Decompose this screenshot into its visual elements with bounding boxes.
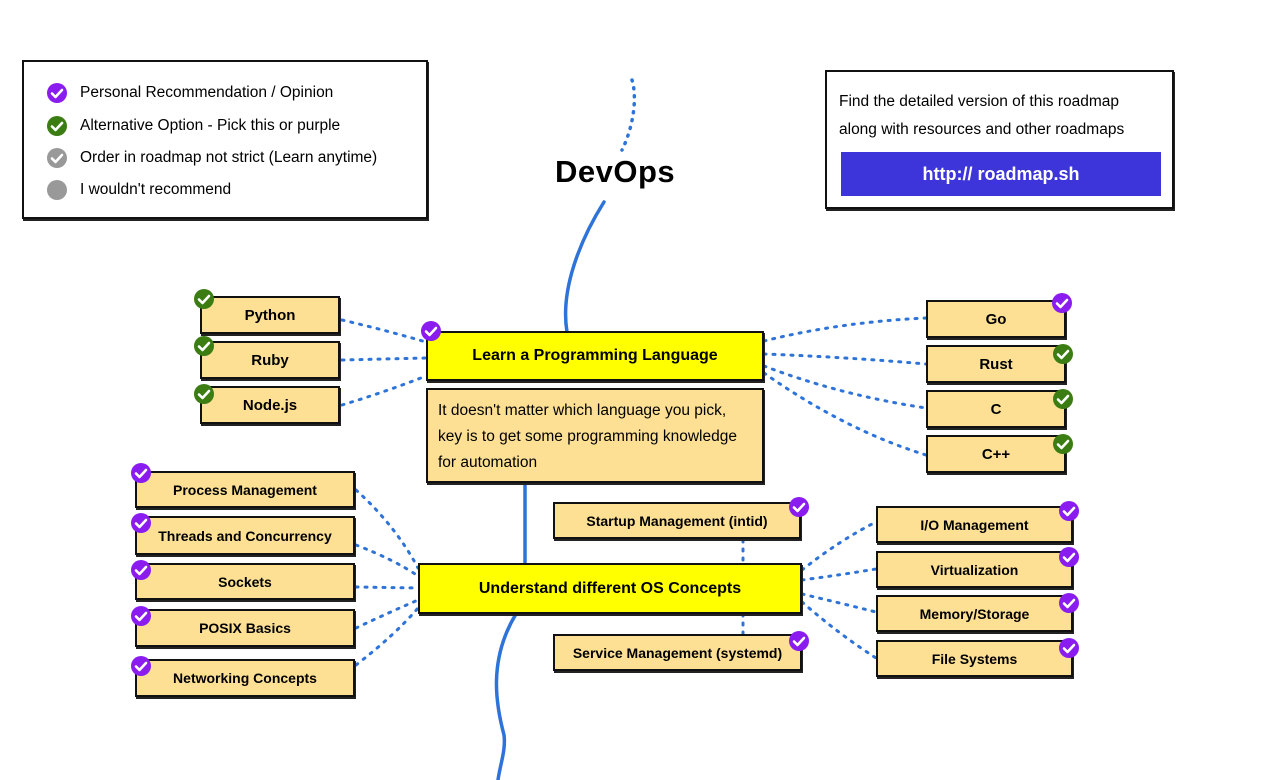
node-label: Threads and Concurrency <box>158 527 332 544</box>
node-threads-concurrency[interactable]: Threads and Concurrency <box>135 516 355 555</box>
node-label: Memory/Storage <box>919 605 1030 622</box>
node-label: C++ <box>981 445 1011 463</box>
understand-os-concepts-node[interactable]: Understand different OS Concepts <box>418 563 802 614</box>
dot-posix <box>354 598 420 630</box>
node-label: Virtualization <box>930 561 1019 578</box>
dot-memory <box>800 592 878 614</box>
purple-check-icon <box>47 83 67 103</box>
node-label: C <box>990 400 1002 418</box>
page-title: DevOps <box>555 154 676 189</box>
dot-io <box>800 520 878 572</box>
node-process-management[interactable]: Process Management <box>135 471 355 508</box>
legend-item-not-recommend: I wouldn't recommend <box>46 179 231 201</box>
node-label: Startup Management (intid) <box>586 512 768 529</box>
purple-check-icon <box>1059 593 1079 613</box>
dot-c <box>762 364 928 410</box>
learn-programming-language-node[interactable]: Learn a Programming Language <box>426 331 764 381</box>
info-line-2: along with resources and other roadmaps <box>839 121 1125 138</box>
dot-threads <box>354 543 420 578</box>
node-label: Rust <box>979 355 1013 373</box>
grey-dot-icon <box>47 180 67 200</box>
green-check-icon <box>1053 434 1073 454</box>
spine-top <box>563 200 606 334</box>
spine-bottom <box>494 612 518 780</box>
legend-label: I wouldn't recommend <box>80 181 232 198</box>
node-networking-concepts[interactable]: Networking Concepts <box>135 659 355 697</box>
green-check-icon <box>1053 344 1073 364</box>
dot-process <box>354 488 420 570</box>
node-label: Python <box>244 306 296 324</box>
node-label: Process Management <box>173 481 317 498</box>
legend-label: Alternative Option - Pick this or purple <box>80 117 341 134</box>
node-label: Node.js <box>242 396 298 414</box>
node-posix-basics[interactable]: POSIX Basics <box>135 609 355 647</box>
node-service-management[interactable]: Service Management (systemd) <box>553 634 802 671</box>
dot-go <box>762 316 928 343</box>
legend-label: Order in roadmap not strict (Learn anyti… <box>80 149 378 166</box>
node-label: Networking Concepts <box>173 670 317 686</box>
purple-check-icon <box>131 656 151 676</box>
purple-check-icon <box>131 560 151 580</box>
green-check-icon <box>194 384 214 404</box>
dot-filesystems <box>800 600 878 660</box>
programming-description: It doesn't matter which language you pic… <box>426 388 764 483</box>
purple-check-icon <box>131 463 151 483</box>
node-label: Ruby <box>251 351 289 369</box>
legend-label: Personal Recommendation / Opinion <box>80 84 334 101</box>
node-label: Go <box>985 310 1007 328</box>
node-cpp[interactable]: C++ <box>926 435 1066 473</box>
info-box: Find the detailed version of this roadma… <box>825 70 1174 209</box>
green-check-icon <box>1053 389 1073 409</box>
dot-cpp <box>762 371 928 457</box>
legend-box: Personal Recommendation / Opinion Altern… <box>22 60 428 219</box>
node-nodejs[interactable]: Node.js <box>200 386 340 424</box>
dot-nodejs <box>340 374 428 407</box>
legend-item-personal: Personal Recommendation / Opinion <box>46 82 333 104</box>
purple-check-icon <box>1059 547 1079 567</box>
purple-check-icon <box>131 606 151 626</box>
node-go[interactable]: Go <box>926 300 1066 338</box>
node-label: Sockets <box>218 573 272 590</box>
node-rust[interactable]: Rust <box>926 345 1066 383</box>
node-c[interactable]: C <box>926 390 1066 428</box>
purple-check-icon <box>1059 501 1079 521</box>
node-sockets[interactable]: Sockets <box>135 563 355 600</box>
node-file-systems[interactable]: File Systems <box>876 640 1073 677</box>
node-label: POSIX Basics <box>199 620 291 636</box>
spine-top-dotted <box>620 78 637 152</box>
node-virtualization[interactable]: Virtualization <box>876 551 1073 588</box>
roadmap-link-button[interactable]: http:// roadmap.sh <box>841 152 1161 196</box>
dot-ruby <box>340 356 428 362</box>
legend-item-alternative: Alternative Option - Pick this or purple <box>46 115 340 137</box>
dot-networking <box>354 606 420 667</box>
purple-check-icon <box>1059 638 1079 658</box>
node-label: Understand different OS Concepts <box>478 579 742 597</box>
green-check-icon <box>47 116 67 136</box>
purple-check-icon <box>131 513 151 533</box>
dot-python <box>340 318 428 344</box>
purple-check-icon <box>789 631 809 651</box>
node-ruby[interactable]: Ruby <box>200 341 340 379</box>
purple-check-icon <box>789 497 809 517</box>
dot-virtualization <box>800 567 878 582</box>
node-io-management[interactable]: I/O Management <box>876 506 1073 543</box>
node-label: Learn a Programming Language <box>472 347 718 364</box>
node-label: I/O Management <box>920 516 1029 533</box>
info-line-1: Find the detailed version of this roadma… <box>839 93 1120 110</box>
node-label: File Systems <box>931 650 1018 667</box>
node-memory-storage[interactable]: Memory/Storage <box>876 595 1073 632</box>
node-python[interactable]: Python <box>200 296 340 334</box>
purple-check-icon <box>421 321 441 341</box>
green-check-icon <box>194 289 214 309</box>
green-check-icon <box>194 336 214 356</box>
node-label: Service Management (systemd) <box>572 644 783 661</box>
purple-check-icon <box>1052 293 1072 313</box>
node-startup-management[interactable]: Startup Management (intid) <box>553 502 801 539</box>
dot-sockets <box>354 585 420 590</box>
grey-check-icon <box>47 148 67 168</box>
legend-item-order: Order in roadmap not strict (Learn anyti… <box>46 147 377 169</box>
info-text: Find the detailed version of this roadma… <box>839 88 1124 144</box>
dot-rust <box>762 352 928 366</box>
